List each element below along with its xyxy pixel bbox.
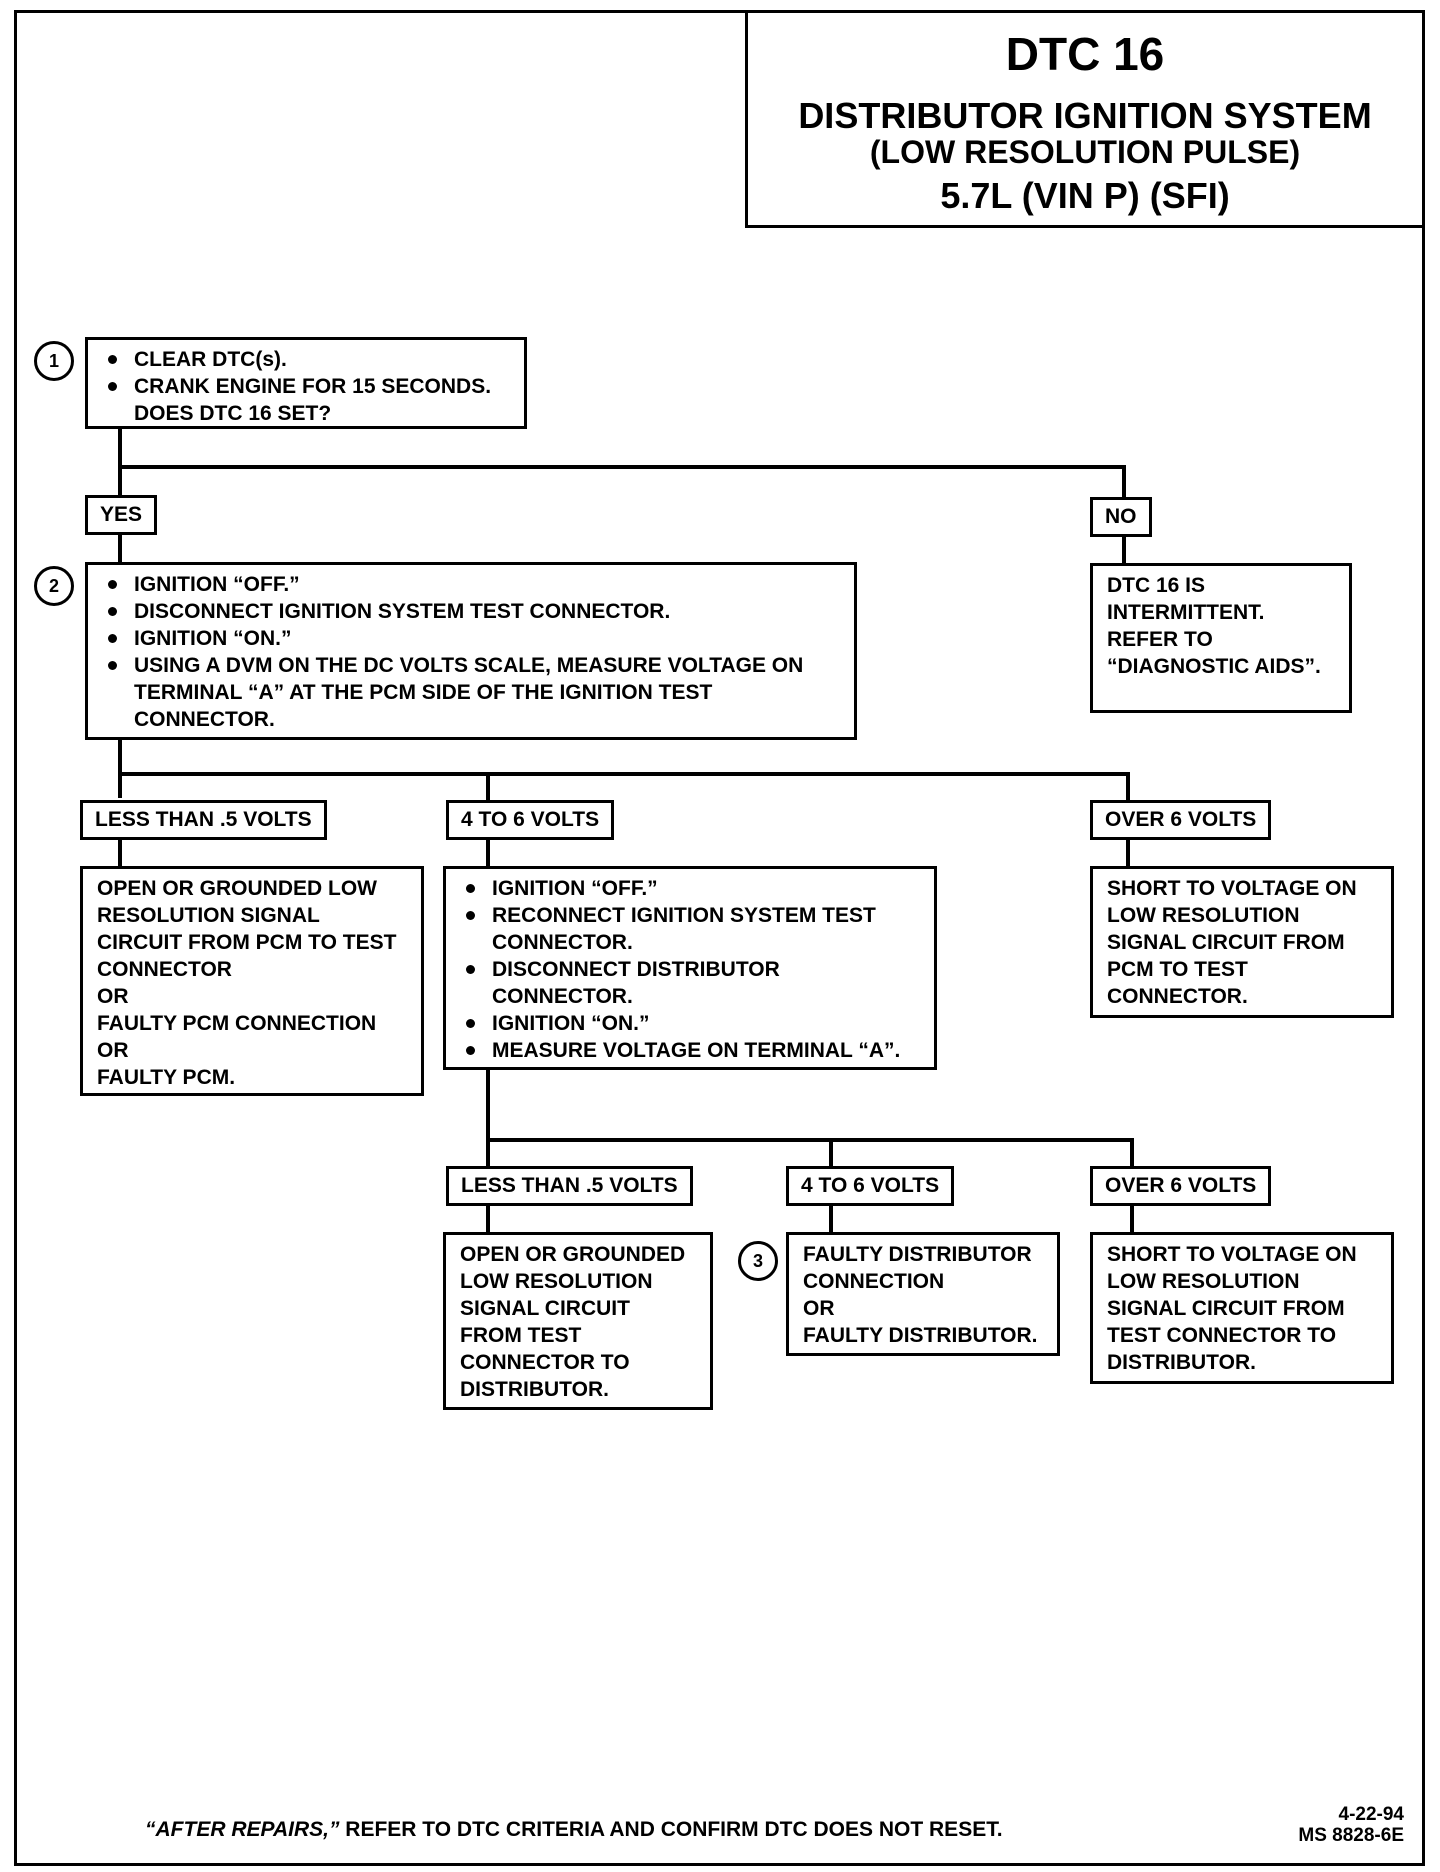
result-line: OR: [803, 1297, 835, 1320]
result-line: DISTRIBUTOR.: [460, 1378, 609, 1401]
result-line: SIGNAL CIRCUIT: [460, 1297, 630, 1320]
connector-line: [118, 838, 122, 868]
short-dist-box: SHORT TO VOLTAGE ON LOW RESOLUTION SIGNA…: [1090, 1232, 1394, 1384]
footer-note: “AFTER REPAIRS,” REFER TO DTC CRITERIA A…: [145, 1818, 1003, 1842]
no-label: NO: [1090, 497, 1152, 537]
doc-number: MS 8828-6E: [1298, 1825, 1404, 1846]
result-line: FAULTY PCM.: [97, 1066, 236, 1089]
result-line: CONNECTOR: [97, 958, 232, 981]
short-pcm-box: SHORT TO VOLTAGE ON LOW RESOLUTION SIGNA…: [1090, 866, 1394, 1018]
step-2-item: USING A DVM ON THE DC VOLTS SCALE, MEASU…: [102, 652, 840, 679]
result-line: FAULTY DISTRIBUTOR.: [803, 1324, 1038, 1347]
open-grounded-dist-box: OPEN OR GROUNDED LOW RESOLUTION SIGNAL C…: [443, 1232, 713, 1410]
middle-step-item: IGNITION “OFF.”: [460, 875, 920, 902]
yes-label: YES: [85, 495, 158, 535]
connector-line: [829, 1138, 833, 1168]
result-line: “DIAGNOSTIC AIDS”.: [1107, 655, 1321, 678]
middle-step-item-cont: CONNECTOR.: [492, 985, 633, 1008]
connector-line: [486, 1138, 1134, 1142]
step-2-item: IGNITION “ON.”: [102, 625, 840, 652]
connector-line: [118, 772, 1130, 776]
result-line: CONNECTOR TO: [460, 1351, 630, 1374]
four-to-six-label: 4 TO 6 VOLTS: [446, 800, 615, 840]
result-line: LOW RESOLUTION: [460, 1270, 653, 1293]
step-2-item-cont: TERMINAL “A” AT THE PCM SIDE OF THE IGNI…: [134, 681, 713, 704]
engine-spec: 5.7L (VIN P) (SFI): [940, 175, 1230, 217]
connector-line: [829, 1204, 833, 1234]
footer-text: REFER TO DTC CRITERIA AND CONFIRM DTC DO…: [339, 1818, 1003, 1841]
result-line: CONNECTION: [803, 1270, 945, 1293]
open-grounded-pcm-box: OPEN OR GROUNDED LOW RESOLUTION SIGNAL C…: [80, 866, 424, 1096]
result-line: REFER TO: [1107, 628, 1213, 651]
result-line: CIRCUIT FROM PCM TO TEST: [97, 931, 397, 954]
step-2-item: DISCONNECT IGNITION SYSTEM TEST CONNECTO…: [102, 598, 840, 625]
less-than-label: LESS THAN .5 VOLTS: [80, 800, 327, 840]
result-line: OPEN OR GROUNDED: [460, 1243, 686, 1266]
over-six-label: OVER 6 VOLTS: [1090, 1166, 1272, 1206]
result-line: FAULTY DISTRIBUTOR: [803, 1243, 1032, 1266]
connector-line: [486, 838, 490, 868]
connector-line: [118, 738, 122, 798]
subtitle: (LOW RESOLUTION PULSE): [869, 134, 1301, 171]
document-reference: 4-22-94 MS 8828-6E: [1298, 1804, 1404, 1846]
connector-line: [486, 772, 490, 800]
connector-line: [118, 533, 122, 565]
result-line: DISTRIBUTOR.: [1107, 1351, 1256, 1374]
result-line: SHORT TO VOLTAGE ON: [1107, 877, 1357, 900]
connector-line: [1122, 465, 1126, 505]
connector-line: [1130, 1138, 1134, 1168]
connector-line: [1130, 1204, 1134, 1234]
connector-line: [118, 427, 122, 495]
less-than-label: LESS THAN .5 VOLTS: [446, 1166, 693, 1206]
result-line: LOW RESOLUTION: [1107, 904, 1300, 927]
faulty-dist-box: FAULTY DISTRIBUTOR CONNECTION OR FAULTY …: [786, 1232, 1060, 1356]
result-line: OR: [97, 1039, 129, 1062]
result-line: SIGNAL CIRCUIT FROM: [1107, 1297, 1345, 1320]
step-1-question: DOES DTC 16 SET?: [134, 402, 332, 425]
step-2-item: IGNITION “OFF.”: [102, 571, 840, 598]
four-to-six-label: 4 TO 6 VOLTS: [786, 1166, 955, 1206]
page-frame: [14, 10, 1425, 1866]
result-line: RESOLUTION SIGNAL: [97, 904, 320, 927]
over-six-label: OVER 6 VOLTS: [1090, 800, 1272, 840]
no-result-box: DTC 16 IS INTERMITTENT. REFER TO “DIAGNO…: [1090, 563, 1352, 713]
result-line: SIGNAL CIRCUIT FROM: [1107, 931, 1345, 954]
result-line: FAULTY PCM CONNECTION: [97, 1012, 377, 1035]
step-number-1: 1: [34, 341, 74, 381]
connector-line: [486, 1204, 490, 1234]
step-1-item: CLEAR DTC(s).: [102, 346, 510, 373]
result-line: SHORT TO VOLTAGE ON: [1107, 1243, 1357, 1266]
result-line: DTC 16 IS: [1107, 574, 1206, 597]
system-title: DISTRIBUTOR IGNITION SYSTEM: [798, 94, 1372, 136]
result-line: OR: [97, 985, 129, 1008]
connector-line: [118, 465, 1126, 469]
step-2-item-cont: CONNECTOR.: [134, 708, 275, 731]
result-line: LOW RESOLUTION: [1107, 1270, 1300, 1293]
result-line: CONNECTOR.: [1107, 985, 1248, 1008]
step-number-3: 3: [738, 1241, 778, 1281]
result-line: PCM TO TEST: [1107, 958, 1248, 981]
middle-step-box: IGNITION “OFF.” RECONNECT IGNITION SYSTE…: [443, 866, 937, 1070]
step-2-box: IGNITION “OFF.” DISCONNECT IGNITION SYST…: [85, 562, 857, 740]
middle-step-item: IGNITION “ON.”: [460, 1010, 920, 1037]
step-1-item: CRANK ENGINE FOR 15 SECONDS.: [102, 373, 510, 400]
result-line: OPEN OR GROUNDED LOW: [97, 877, 378, 900]
footer-emphasis: “AFTER REPAIRS,”: [145, 1818, 340, 1841]
connector-line: [1126, 772, 1130, 800]
connector-line: [1122, 535, 1126, 565]
middle-step-item: MEASURE VOLTAGE ON TERMINAL “A”.: [460, 1037, 920, 1064]
connector-line: [1126, 838, 1130, 868]
dtc-title: DTC 16: [1005, 28, 1165, 80]
middle-step-item: RECONNECT IGNITION SYSTEM TEST: [460, 902, 920, 929]
middle-step-item: DISCONNECT DISTRIBUTOR: [460, 956, 920, 983]
middle-step-item-cont: CONNECTOR.: [492, 931, 633, 954]
result-line: INTERMITTENT.: [1107, 601, 1265, 624]
result-line: TEST CONNECTOR TO: [1107, 1324, 1337, 1347]
result-line: FROM TEST: [460, 1324, 582, 1347]
title-block: DTC 16 DISTRIBUTOR IGNITION SYSTEM (LOW …: [745, 10, 1425, 228]
connector-line: [486, 1068, 490, 1168]
step-number-2: 2: [34, 566, 74, 606]
step-1-box: CLEAR DTC(s). CRANK ENGINE FOR 15 SECOND…: [85, 337, 527, 429]
doc-date: 4-22-94: [1338, 1804, 1405, 1825]
